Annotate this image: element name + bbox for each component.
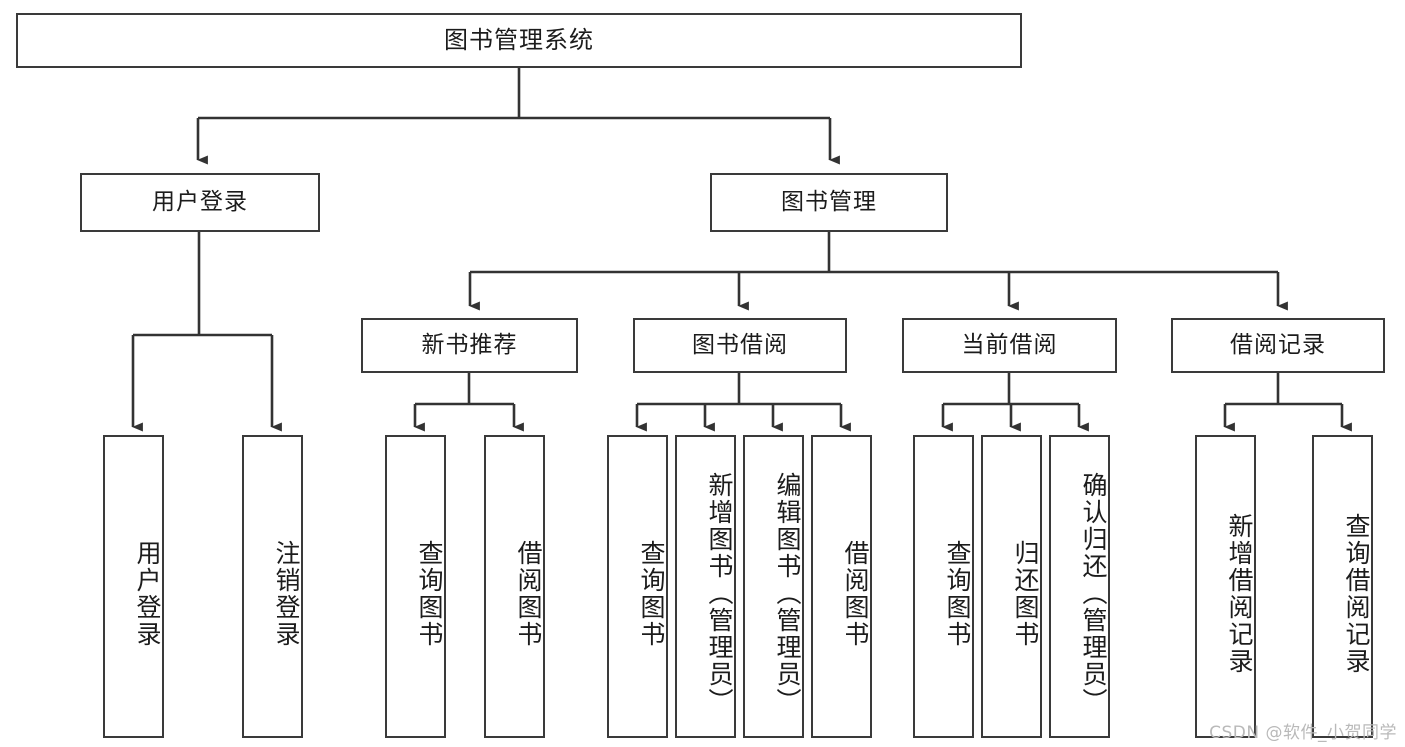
node-book-management[interactable]: 图书管理 xyxy=(710,173,948,232)
node-user-login-label: 用户登录 xyxy=(152,188,248,215)
leaf-borrow-book[interactable]: 借阅图书 xyxy=(811,435,872,738)
leaf-query-borrow-record[interactable]: 查询借阅记录 xyxy=(1312,435,1373,738)
leaf-user-login[interactable]: 用户登录 xyxy=(103,435,164,738)
leaf-query-borrow-record-label: 查询借阅记录 xyxy=(1342,512,1371,675)
node-new-book-recommend[interactable]: 新书推荐 xyxy=(361,318,578,373)
node-current-borrow-label: 当前借阅 xyxy=(961,331,1058,358)
leaf-add-borrow-record[interactable]: 新增借阅记录 xyxy=(1195,435,1256,738)
node-borrow-record[interactable]: 借阅记录 xyxy=(1171,318,1385,373)
leaf-new-book-borrow-label: 借阅图书 xyxy=(514,539,543,648)
leaf-add-borrow-record-label: 新增借阅记录 xyxy=(1225,512,1254,675)
leaf-current-query-book-label: 查询图书 xyxy=(943,539,972,648)
leaf-borrow-book-label: 借阅图书 xyxy=(841,539,870,648)
node-new-book-recommend-label: 新书推荐 xyxy=(421,331,518,358)
node-book-borrow[interactable]: 图书借阅 xyxy=(633,318,847,373)
node-book-management-label: 图书管理 xyxy=(781,188,877,215)
leaf-current-query-book[interactable]: 查询图书 xyxy=(913,435,974,738)
node-root-label: 图书管理系统 xyxy=(444,26,594,55)
leaf-new-book-borrow[interactable]: 借阅图书 xyxy=(484,435,545,738)
leaf-logout[interactable]: 注销登录 xyxy=(242,435,303,738)
leaf-add-book-admin-label: 新增图书（管理员） xyxy=(705,472,734,715)
leaf-return-book-label: 归还图书 xyxy=(1011,539,1040,648)
node-root[interactable]: 图书管理系统 xyxy=(16,13,1022,68)
leaf-borrow-query-book-label: 查询图书 xyxy=(637,539,666,648)
leaf-borrow-query-book[interactable]: 查询图书 xyxy=(607,435,668,738)
leaf-return-book[interactable]: 归还图书 xyxy=(981,435,1042,738)
leaf-new-book-query[interactable]: 查询图书 xyxy=(385,435,446,738)
leaf-confirm-return-admin[interactable]: 确认归还（管理员） xyxy=(1049,435,1110,738)
leaf-new-book-query-label: 查询图书 xyxy=(415,539,444,648)
leaf-add-book-admin[interactable]: 新增图书（管理员） xyxy=(675,435,736,738)
csdn-watermark: CSDN @软件_小贺同学 xyxy=(1209,723,1397,743)
node-borrow-record-label: 借阅记录 xyxy=(1230,331,1326,358)
node-book-borrow-label: 图书借阅 xyxy=(692,331,788,358)
leaf-confirm-return-admin-label: 确认归还（管理员） xyxy=(1079,472,1108,715)
leaf-edit-book-admin[interactable]: 编辑图书（管理员） xyxy=(743,435,804,738)
node-user-login[interactable]: 用户登录 xyxy=(80,173,320,232)
leaf-edit-book-admin-label: 编辑图书（管理员） xyxy=(773,472,802,715)
leaf-logout-label: 注销登录 xyxy=(272,539,301,648)
leaf-user-login-label: 用户登录 xyxy=(133,539,162,648)
node-current-borrow[interactable]: 当前借阅 xyxy=(902,318,1117,373)
